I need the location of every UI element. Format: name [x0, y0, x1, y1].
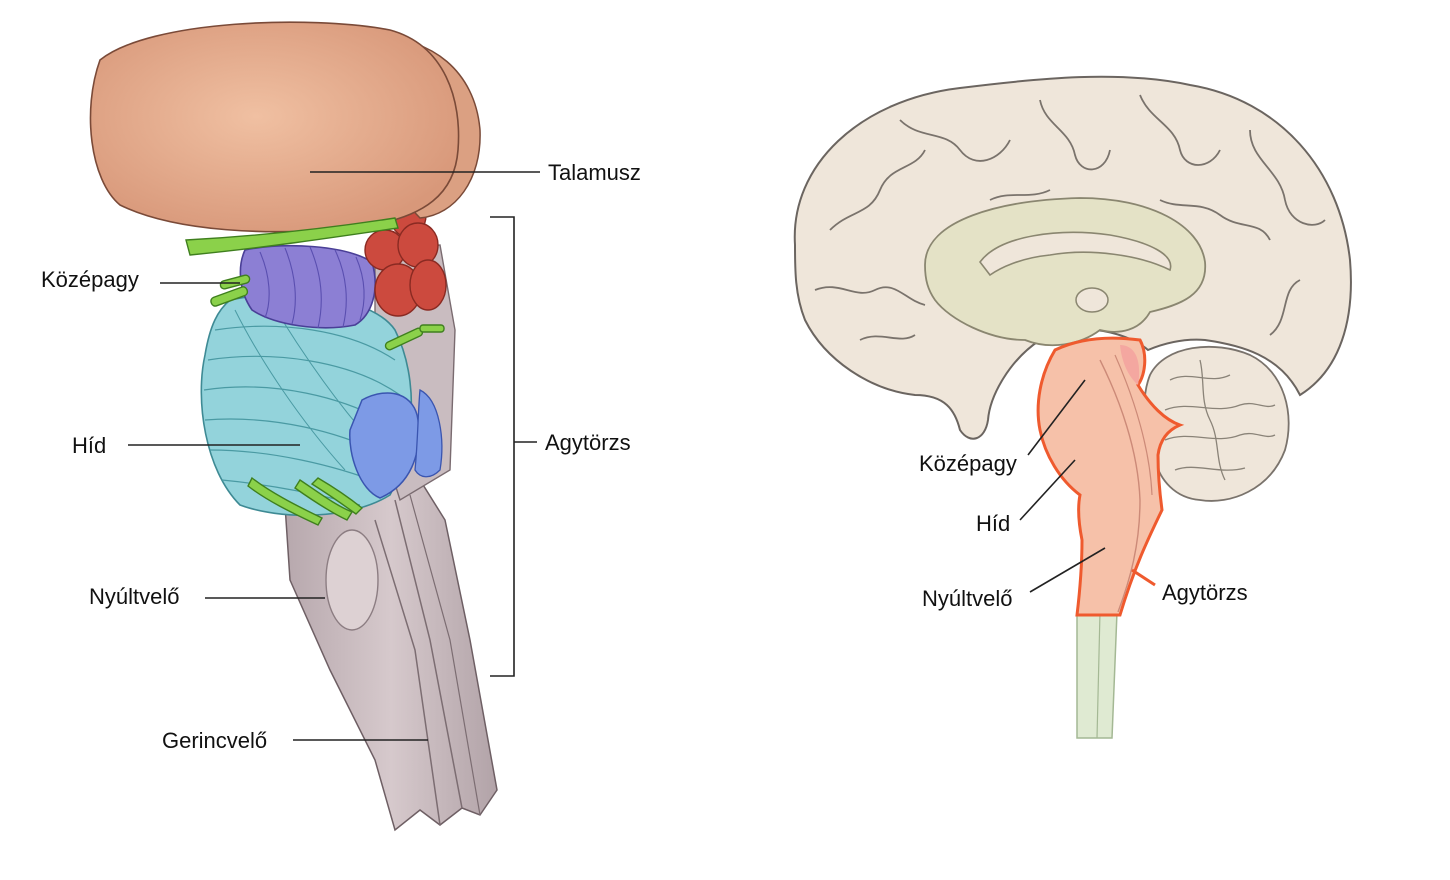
label-gerincvelo-left: Gerincvelő: [162, 728, 267, 753]
inner-region-shape: [924, 197, 1206, 347]
cerebellum-shape: [1143, 345, 1290, 502]
left-leader-lines: [128, 171, 540, 741]
right-sagittal-brain-illustration: [793, 75, 1352, 739]
label-talamusz-left: Talamusz: [548, 160, 641, 185]
label-agytorzs-right: Agytörzs: [1162, 580, 1248, 605]
label-hid-right: Híd: [976, 511, 1010, 536]
right-leader-lines: [1019, 379, 1156, 593]
brainstem-highlight-shape: [1036, 336, 1185, 617]
thalamus-shape: [89, 21, 481, 233]
peduncle-shape: [349, 392, 420, 499]
cranial-nerves-shape: [210, 274, 445, 526]
label-nyultvelo-right: Nyúltvelő: [922, 586, 1012, 611]
midbrain-shape: [239, 244, 376, 329]
label-kozepagy-right: Középagy: [919, 451, 1017, 476]
label-nyultvelo-left: Nyúltvelő: [89, 584, 179, 609]
label-agytorzs-left: Agytörzs: [545, 430, 631, 455]
medulla-shape: [284, 479, 498, 832]
optic-tract-shape: [185, 217, 399, 256]
olive-shape: [325, 529, 379, 631]
label-kozepagy-left: Középagy: [41, 267, 139, 292]
left-brainstem-illustration: [89, 21, 498, 832]
label-hid-left: Híd: [72, 433, 106, 458]
